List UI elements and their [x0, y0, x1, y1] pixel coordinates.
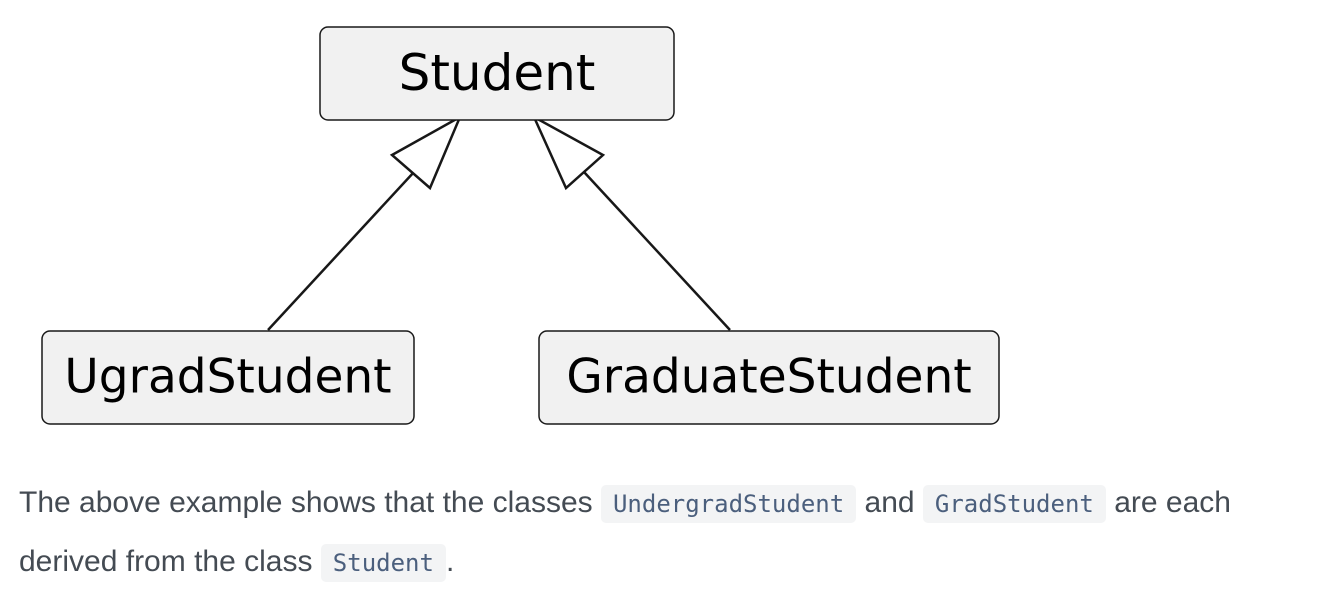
class-diagram: Student UgradStudent GraduateStudent: [41, 26, 1000, 425]
caption-text: The above example shows that the classes: [19, 486, 601, 519]
inline-code: GradStudent: [922, 485, 1106, 523]
caption-text: are each derived from the class: [19, 486, 1231, 578]
class-ugrad-student: UgradStudent: [41, 330, 415, 425]
caption-paragraph: The above example shows that the classes…: [19, 474, 1319, 592]
class-graduate-student: GraduateStudent: [538, 330, 1000, 425]
generalization-arrowhead: [531, 114, 606, 191]
inline-code: UndergradStudent: [600, 485, 857, 523]
class-name: UgradStudent: [64, 350, 391, 405]
caption-text: and: [856, 486, 923, 519]
class-student: Student: [319, 26, 675, 121]
inheritance-edge-ugrad: [267, 114, 463, 331]
class-name: Student: [399, 44, 596, 102]
inheritance-edge-graduate: [531, 114, 731, 331]
inline-code: Student: [320, 544, 446, 582]
generalization-arrowhead: [389, 114, 463, 191]
class-name: GraduateStudent: [566, 350, 971, 405]
caption-text: .: [445, 545, 455, 578]
